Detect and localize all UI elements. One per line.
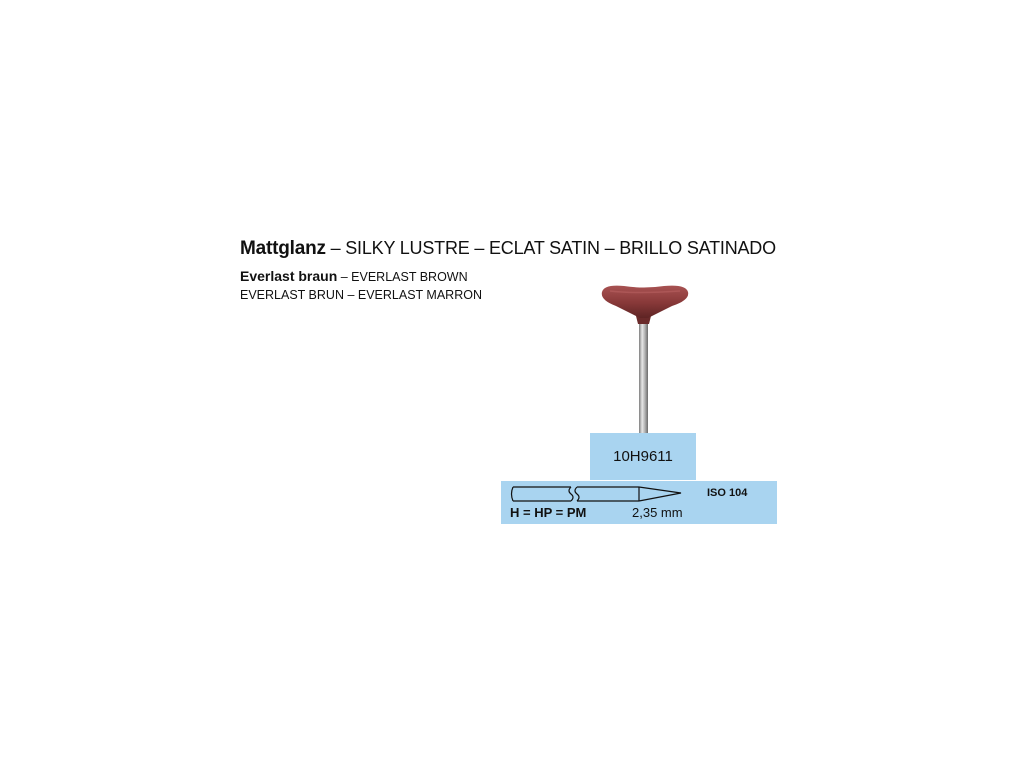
- polisher-image: [601, 285, 689, 436]
- shank-diagram-icon: [510, 486, 682, 502]
- iso-number: ISO 104: [707, 487, 748, 499]
- title-translations: – SILKY LUSTRE – ECLAT SATIN – BRILLO SA…: [325, 238, 776, 258]
- product-subtitle: Everlast braun – EVERLAST BROWN: [240, 268, 468, 284]
- product-subtitle-fr-es: EVERLAST BRUN – EVERLAST MARRON: [240, 288, 482, 302]
- shank-diameter: 2,35 mm: [632, 505, 683, 520]
- shank-info-box: ISO 104 H = HP = PM 2,35 mm: [501, 481, 777, 524]
- product-title: Mattglanz – SILKY LUSTRE – ECLAT SATIN –…: [240, 238, 776, 260]
- shank-type: H = HP = PM: [510, 505, 587, 520]
- article-code: 10H9611: [613, 448, 673, 465]
- title-german: Mattglanz: [240, 238, 326, 259]
- article-code-box: 10H9611: [590, 433, 696, 480]
- subtitle-english: – EVERLAST BROWN: [337, 270, 468, 284]
- subtitle-german: Everlast braun: [240, 268, 338, 284]
